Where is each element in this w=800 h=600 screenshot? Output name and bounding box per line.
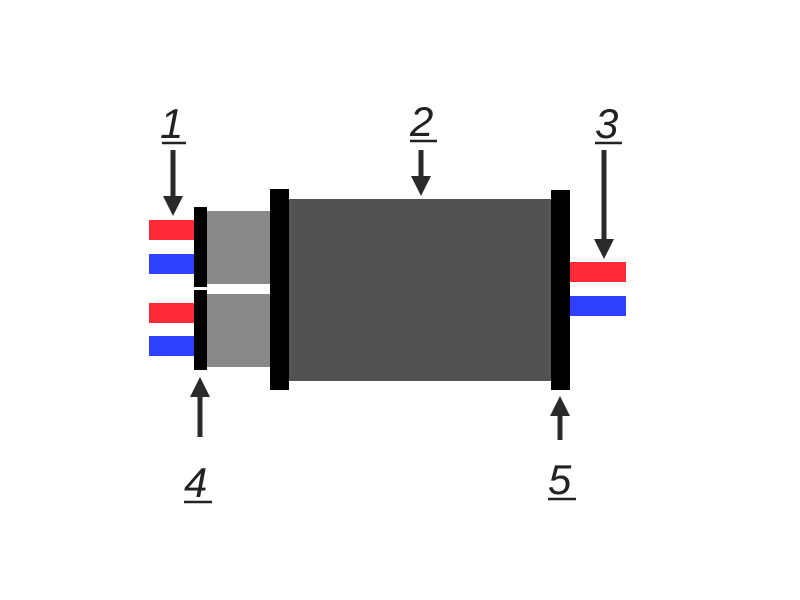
label-5: 5: [548, 456, 572, 503]
small-plate-top: [194, 207, 207, 287]
label-3: 3: [595, 100, 618, 147]
label-2: 2: [409, 98, 433, 145]
inlet-red-strip-top: [149, 220, 194, 240]
small-plate-bottom: [194, 290, 207, 370]
label-1: 1: [160, 100, 183, 147]
inlet-blue-strip-bottom: [149, 336, 194, 356]
outlet-red-strip: [570, 262, 626, 282]
main-body: [289, 199, 551, 381]
module-block-bottom: [207, 294, 270, 367]
inlet-red-strip-bottom: [149, 303, 194, 323]
inlet-blue-strip-top: [149, 254, 194, 274]
right-large-plate: [551, 190, 570, 390]
module-block-top: [207, 211, 270, 284]
left-large-plate: [270, 189, 289, 390]
outlet-blue-strip: [570, 296, 626, 316]
label-4: 4: [184, 459, 207, 506]
